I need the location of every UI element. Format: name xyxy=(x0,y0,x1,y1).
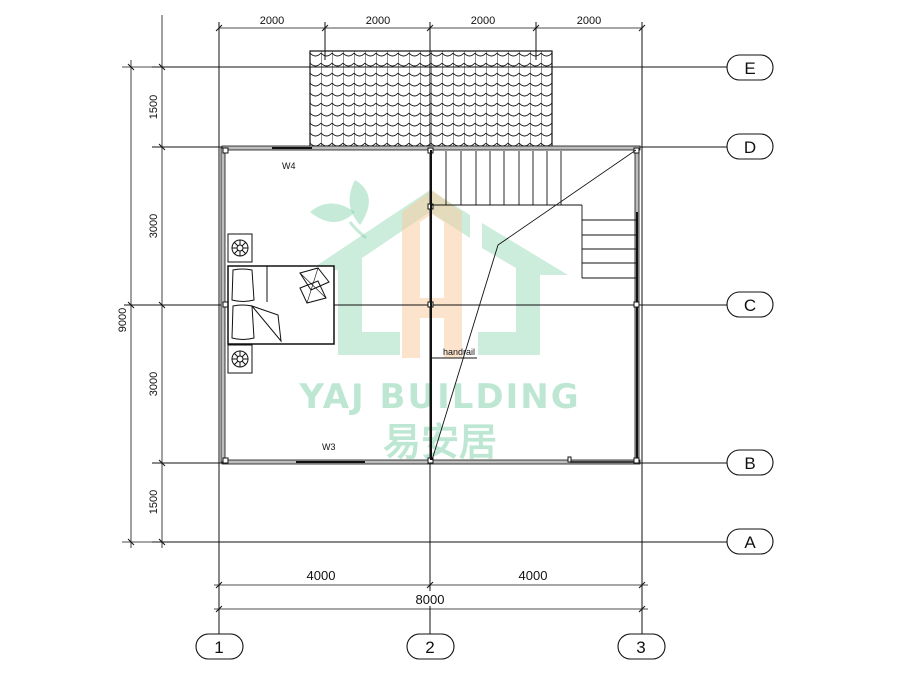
bottom-dim-total: 8000 xyxy=(416,592,445,607)
handrail-label: handrail xyxy=(443,347,475,357)
pillow xyxy=(231,304,255,340)
left-dimension: 1500 3000 3000 1500 9000 xyxy=(117,15,170,548)
column-axis-bubbles: 1 2 3 xyxy=(195,633,666,660)
svg-text:3: 3 xyxy=(636,638,645,657)
row-axis-bubbles: E D C B A xyxy=(726,54,774,555)
svg-text:E: E xyxy=(744,59,755,78)
svg-text:A: A xyxy=(744,533,756,552)
watermark-text-en: YAJ BUILDING xyxy=(298,377,580,417)
bottom-dimension: 4000 4000 8000 xyxy=(214,568,648,613)
watermark-text-cn: 易安居 xyxy=(383,420,497,464)
staircase xyxy=(431,149,637,461)
top-dim-1: 2000 xyxy=(260,15,284,27)
top-dimension: 2000 2000 2000 2000 xyxy=(215,15,646,32)
top-dim-4: 2000 xyxy=(577,15,601,27)
axis-bubble-b: B xyxy=(726,449,774,476)
bottom-dim-1: 4000 xyxy=(307,568,336,583)
roof-tiles xyxy=(309,50,553,148)
axis-bubble-a: A xyxy=(726,528,774,555)
left-dim-4: 1500 xyxy=(148,490,160,514)
bed-furniture xyxy=(227,233,335,374)
axis-bubble-3: 3 xyxy=(617,633,666,660)
svg-text:1: 1 xyxy=(214,638,223,657)
bottom-dim-2: 4000 xyxy=(519,568,548,583)
svg-text:C: C xyxy=(744,296,756,315)
watermark-logo: YAJ BUILDING 易安居 xyxy=(298,180,580,464)
pillow xyxy=(231,268,255,302)
window-label-w3: W3 xyxy=(322,442,336,452)
top-dim-3: 2000 xyxy=(471,15,495,27)
svg-text:D: D xyxy=(744,138,756,157)
left-dim-total: 9000 xyxy=(117,308,129,332)
window-label-w4: W4 xyxy=(282,161,296,171)
axis-bubble-d: D xyxy=(726,133,774,160)
top-dim-2: 2000 xyxy=(366,15,390,27)
left-dim-2: 3000 xyxy=(148,214,160,238)
axis-bubble-1: 1 xyxy=(195,633,244,660)
left-dim-1: 1500 xyxy=(148,95,160,119)
handrail-annotation: handrail xyxy=(432,347,477,359)
svg-text:2: 2 xyxy=(425,638,434,657)
axis-bubble-2: 2 xyxy=(406,633,455,660)
left-dim-3: 3000 xyxy=(148,372,160,396)
axis-bubble-e: E xyxy=(726,54,774,81)
svg-text:B: B xyxy=(744,454,755,473)
axis-bubble-c: C xyxy=(726,291,774,318)
